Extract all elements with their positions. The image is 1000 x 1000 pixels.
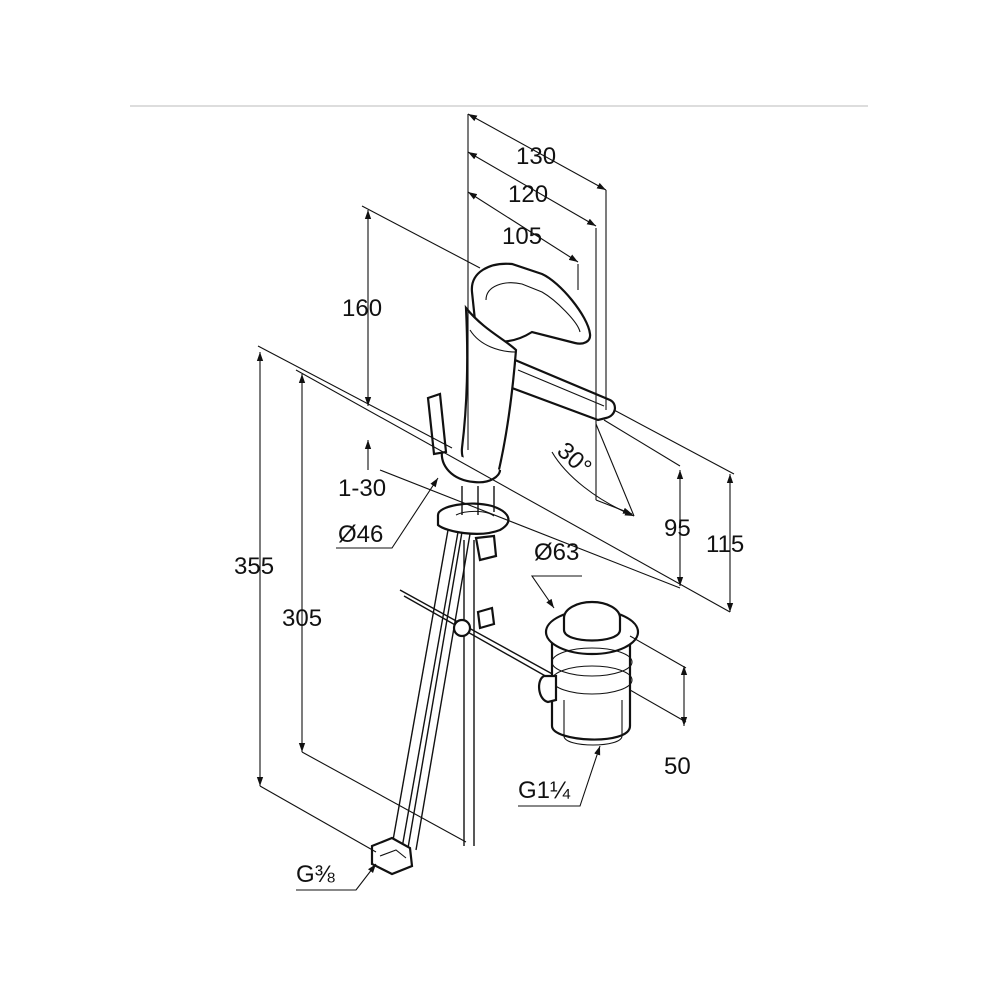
dim-105-label: 105 bbox=[502, 223, 542, 250]
dim-130-label: 130 bbox=[516, 143, 556, 170]
popup-rod bbox=[399, 589, 557, 683]
pop-up-waste bbox=[538, 600, 640, 746]
dim-160 bbox=[361, 205, 481, 470]
mounting-hardware bbox=[436, 486, 510, 562]
thread-g114-label: G1¼ bbox=[518, 777, 571, 804]
dim-50 bbox=[629, 635, 688, 726]
thread-g38-label: G⅜ bbox=[296, 861, 336, 888]
dim-355-label: 355 bbox=[234, 553, 274, 580]
dim-355-305 bbox=[256, 345, 731, 853]
dim-d63-label: Ø63 bbox=[534, 539, 579, 566]
dim-50-label: 50 bbox=[664, 753, 691, 780]
dim-160-label: 160 bbox=[342, 295, 382, 322]
dim-30-degree bbox=[551, 423, 635, 517]
dim-30-degree-label: 30° bbox=[552, 437, 597, 481]
dim-95-label: 95 bbox=[664, 515, 691, 542]
supply-hoses bbox=[370, 529, 475, 876]
dim-120-label: 120 bbox=[508, 181, 548, 208]
dim-d46-label: Ø46 bbox=[338, 521, 383, 548]
leaders bbox=[296, 477, 601, 891]
dim-115-label: 115 bbox=[706, 531, 744, 558]
dim-305-label: 305 bbox=[282, 605, 322, 632]
dim-lines-top bbox=[467, 113, 607, 500]
dim-1-30-label: 1-30 bbox=[338, 475, 386, 502]
faucet-body bbox=[426, 262, 616, 484]
